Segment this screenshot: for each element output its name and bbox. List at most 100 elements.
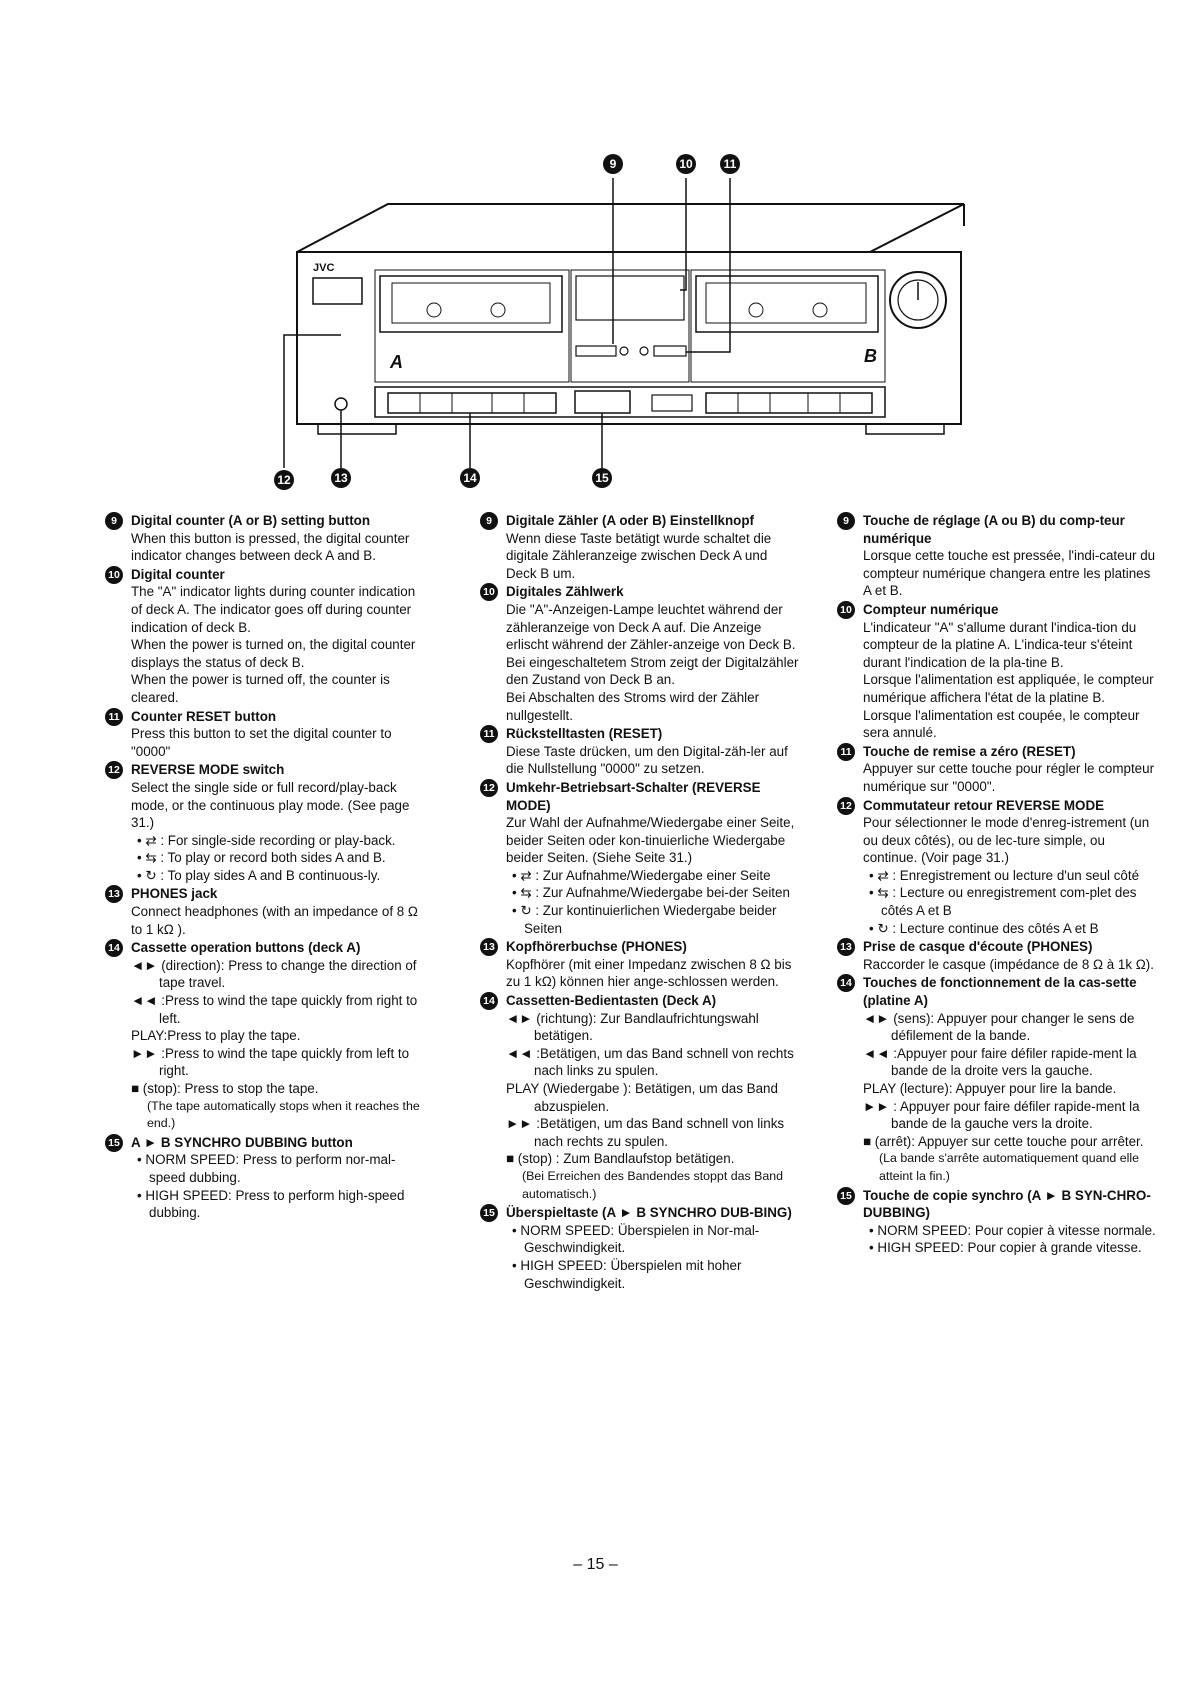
- item-text: L'indicateur "A" s'allume durant l'indic…: [863, 619, 1137, 670]
- sub-item: ◄◄ :Appuyer pour faire défiler rapide-me…: [863, 1045, 1137, 1079]
- item-text: Diese Taste drücken, um den Digital-zäh-…: [506, 743, 788, 777]
- bullet-item: • ↻ : To play sides A and B continuous-l…: [137, 867, 381, 883]
- bullet-item: • HIGH SPEED: Pour copier à grande vites…: [869, 1240, 1142, 1256]
- item-number-badge: 13: [837, 938, 855, 957]
- item-text: Zur Wahl der Aufnahme/Wiedergabe einer S…: [506, 815, 795, 866]
- bullet-item: • ⇄ : For single-side recording or play-…: [137, 832, 396, 848]
- deck-b-window: [695, 275, 879, 333]
- item-heading: Cassetten-Bedientasten (Deck A): [506, 993, 717, 1009]
- item-10: 10 Digital counter The "A" indicator lig…: [105, 565, 427, 707]
- page-number: – 15 –: [573, 1556, 618, 1573]
- item-text: Die "A"-Anzeigen-Lampe leuchtet während …: [506, 601, 796, 653]
- item-text: When this button is pressed, the digital…: [131, 530, 410, 564]
- item-number-badge: 10: [105, 565, 123, 584]
- item-10: 10 Compteur numérique L'indicateur "A" s…: [837, 600, 1159, 742]
- sub-item: PLAY (Wiedergabe ): Betätigen, um das Ba…: [506, 1081, 778, 1114]
- item-number-badge: 14: [105, 939, 123, 958]
- sub-item: ◄◄ :Press to wind the tape quickly from …: [131, 993, 418, 1026]
- brand-logo: JVC: [313, 262, 334, 274]
- counter-display: [575, 275, 685, 321]
- item-heading: Touches de fonctionnement de la cas-sett…: [863, 975, 1137, 1009]
- sub-item: PLAY:Press to play the tape.: [131, 1028, 301, 1044]
- item-text: Pour sélectionner le mode d'enreg-istrem…: [863, 815, 1150, 866]
- item-number-badge: 13: [480, 938, 498, 957]
- bullet-item: • ↻ : Zur kontinuierlichen Wiedergabe be…: [512, 903, 777, 936]
- power-button: [312, 277, 363, 305]
- item-text: Bei eingeschaltetem Strom zeigt der Digi…: [506, 654, 799, 688]
- french-column: 9 Touche de réglage (A ou B) du comp-teu…: [837, 512, 1159, 1258]
- bullet-item: • NORM SPEED: Press to perform nor-mal-s…: [137, 1152, 396, 1185]
- english-column: 9 Digital counter (A or B) setting butto…: [105, 512, 427, 1223]
- item-text: Wenn diese Taste betätigt wurde schaltet…: [506, 530, 772, 581]
- sub-item: ◄► (direction): Press to change the dire…: [131, 957, 417, 991]
- item-heading: Digital counter: [131, 566, 225, 582]
- sub-item: ►► :Press to wind the tape quickly from …: [131, 1045, 410, 1079]
- item-heading: Counter RESET button: [131, 708, 277, 724]
- item-heading: Digitales Zählwerk: [506, 584, 624, 600]
- item-number-badge: 10: [480, 583, 498, 602]
- input-level-knob: [889, 271, 947, 329]
- item-15: 15 A ► B SYNCHRO DUBBING button • NORM S…: [105, 1133, 427, 1222]
- item-number-badge: 9: [480, 512, 498, 530]
- item-heading: Commutateur retour REVERSE MODE: [863, 797, 1105, 813]
- item-heading: Umkehr-Betriebsart-Schalter (REVERSE MOD…: [506, 779, 761, 813]
- item-number-badge: 14: [837, 974, 855, 993]
- item-text: Press this button to set the digital cou…: [131, 726, 392, 759]
- callout-11: 11: [720, 154, 740, 174]
- item-text: Appuyer sur cette touche pour régler le …: [863, 761, 1155, 794]
- deck-a-operation-buttons: [387, 392, 557, 414]
- item-13: 13 Prise de casque d'écoute (PHONES) Rac…: [837, 938, 1159, 973]
- svg-text:10: 10: [679, 157, 693, 171]
- item-number-badge: 14: [480, 992, 498, 1011]
- item-number-badge: 15: [837, 1186, 855, 1205]
- sub-item: ◄► (sens): Appuyer pour changer le sens …: [863, 1010, 1135, 1044]
- bullet-item: • ⇆ : Zur Aufnahme/Wiedergabe bei-der Se…: [512, 885, 790, 901]
- item-heading: Kopfhörerbuchse (PHONES): [506, 939, 687, 955]
- item-text: When the power is turned on, the digital…: [131, 637, 416, 670]
- sub-item: ■ (arrêt): Appuyer sur cette touche pour…: [863, 1133, 1144, 1149]
- deck-b-label: B: [864, 346, 877, 366]
- note-text: (The tape automatically stops when it re…: [147, 1098, 420, 1131]
- item-number-badge: 12: [837, 796, 855, 815]
- sub-item: ◄► (richtung): Zur Bandlaufrichtungswahl…: [506, 1010, 759, 1044]
- note-text: (La bande s'arrête automatiquement quand…: [879, 1151, 1139, 1183]
- callout-9: 9: [603, 154, 623, 174]
- item-heading: Rückstelltasten (RESET): [506, 726, 663, 742]
- deck-a-window: [379, 275, 563, 333]
- item-text: Kopfhörer (mit einer Impedanz zwischen 8…: [506, 956, 792, 990]
- deck-a-label: A: [389, 352, 403, 372]
- item-heading: PHONES jack: [131, 886, 218, 902]
- item-9: 9 Touche de réglage (A ou B) du comp-teu…: [837, 512, 1159, 600]
- item-15: 15 Touche de copie synchro (A ► B SYN-CH…: [837, 1186, 1159, 1257]
- item-text: Connect headphones (with an impedance of…: [131, 904, 418, 937]
- item-heading: Compteur numérique: [863, 601, 999, 617]
- item-text: Bei Abschalten des Stroms wird der Zähle…: [506, 689, 760, 723]
- item-number-badge: 9: [837, 512, 855, 530]
- sub-item: ◄◄ :Betätigen, um das Band schnell von r…: [506, 1045, 794, 1079]
- svg-text:9: 9: [610, 157, 617, 171]
- item-text: The "A" indicator lights during counter …: [131, 584, 416, 635]
- callout-10: 10: [676, 154, 696, 174]
- item-number-badge: 12: [480, 778, 498, 797]
- item-13: 13 PHONES jack Connect headphones (with …: [105, 885, 427, 938]
- bullet-item: • HIGH SPEED: Press to perform high-spee…: [137, 1187, 405, 1221]
- item-number-badge: 9: [105, 512, 123, 530]
- deck-b-operation-buttons: [705, 392, 873, 414]
- item-number-badge: 13: [105, 885, 123, 904]
- synchro-dubbing-button: [574, 390, 631, 414]
- item-11: 11 Touche de remise a zéro (RESET) Appuy…: [837, 742, 1159, 796]
- svg-text:14: 14: [463, 471, 477, 485]
- callout-12: 12: [274, 470, 294, 490]
- bullet-item: • NORM SPEED: Überspielen in Nor-mal-Ges…: [512, 1222, 760, 1256]
- svg-text:12: 12: [277, 473, 291, 487]
- item-11: 11 Counter RESET button Press this butto…: [105, 707, 427, 761]
- note-text: (Bei Erreichen des Bandendes stoppt das …: [522, 1168, 784, 1201]
- bullet-item: • ⇄ : Zur Aufnahme/Wiedergabe einer Seit…: [512, 867, 771, 883]
- item-number-badge: 11: [837, 742, 855, 761]
- item-11: 11 Rückstelltasten (RESET) Diese Taste d…: [480, 725, 800, 778]
- deck-front-panel: [296, 251, 962, 425]
- item-heading: Überspieltaste (A ► B SYNCHRO DUB-BING): [506, 1205, 792, 1221]
- item-12: 12 Commutateur retour REVERSE MODE Pour …: [837, 796, 1159, 938]
- bullet-item: • ↻ : Lecture continue des côtés A et B: [869, 920, 1099, 936]
- item-13: 13 Kopfhörerbuchse (PHONES) Kopfhörer (m…: [480, 938, 800, 991]
